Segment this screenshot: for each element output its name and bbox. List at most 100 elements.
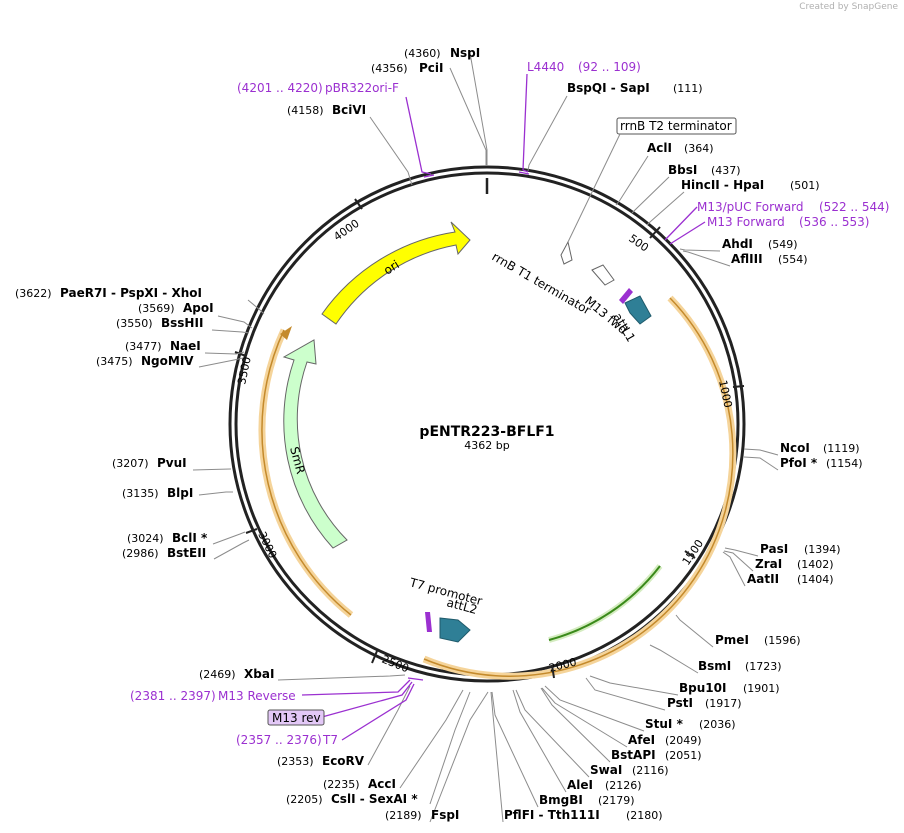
primer-name: M13/pUC Forward xyxy=(697,200,804,214)
green-orf-line xyxy=(548,565,661,641)
orf-left-arrowhead xyxy=(280,326,292,340)
rrnb-t2-feature xyxy=(560,240,573,265)
site-name: BmgBI xyxy=(539,793,583,807)
site-name: PaeR7I - PspXI - XhoI xyxy=(60,286,202,300)
site-pos: (2126) xyxy=(605,779,642,792)
primer-name: M13 Reverse xyxy=(218,689,296,703)
site-name: PflFI - Tth111I xyxy=(504,808,600,822)
site-pos: (2179) xyxy=(598,794,635,807)
site-pos: (2353) xyxy=(277,755,314,768)
site-name: AhdI xyxy=(722,237,753,251)
site-pos: (4158) xyxy=(287,104,324,117)
site-pos: (501) xyxy=(790,179,820,192)
site-pos: (2180) xyxy=(626,809,663,822)
site-pos: (2205) xyxy=(286,793,323,806)
rrnb-t1-feature xyxy=(591,264,615,286)
site-name: BlpI xyxy=(167,486,193,500)
site-name: AatII xyxy=(747,572,779,586)
plasmid-name: pENTR223-BFLF1 xyxy=(419,424,554,440)
primer-leaders xyxy=(301,73,706,741)
left-site-labels: (4158) BciVI (3622) PaeR7I - PspXI - Xho… xyxy=(15,103,418,806)
site-name: NgoMIV xyxy=(141,354,194,368)
site-name: BsmI xyxy=(698,659,731,673)
primer-range: (4201 .. 4220) xyxy=(237,81,323,95)
site-pos: (3477) xyxy=(125,340,162,353)
site-pos: (2235) xyxy=(323,778,360,791)
primer-range: (92 .. 109) xyxy=(578,60,641,74)
site-name: FspI xyxy=(431,808,459,822)
m13rev-box xyxy=(267,709,325,726)
primer-range: (2357 .. 2376) xyxy=(236,733,322,747)
site-name: StuI * xyxy=(645,717,684,731)
primer-range: (2381 .. 2397) xyxy=(130,689,216,703)
site-name: XbaI xyxy=(244,667,274,681)
site-name: PfoI * xyxy=(780,456,818,470)
site-name: PmeI xyxy=(715,633,749,647)
site-name: PvuI xyxy=(157,456,187,470)
site-name: BbsI xyxy=(668,163,697,177)
site-name: BstEII xyxy=(167,546,206,560)
t7-marker xyxy=(425,612,432,632)
plasmid-length: 4362 bp xyxy=(464,439,509,452)
site-name: BspQI - SapI xyxy=(567,81,650,95)
tick-500: 500 xyxy=(626,232,651,255)
orf-highlight-right xyxy=(422,295,737,680)
right-site-labels: (4360) NspI (4356) PciI BspQI - SapI (11… xyxy=(371,46,863,822)
site-pos: (1901) xyxy=(743,682,780,695)
primer-name: pBR322ori-F xyxy=(325,81,399,95)
site-pos: (111) xyxy=(673,82,703,95)
rrnb-t2-box-label: rrnB T2 terminator xyxy=(620,119,732,133)
site-pos: (1154) xyxy=(826,457,863,470)
site-name: HincII - HpaI xyxy=(681,178,764,192)
site-pos: (1723) xyxy=(745,660,782,673)
backbone-outer xyxy=(228,165,746,683)
primer-labels: L4440 (92 .. 109) (4201 .. 4220) pBR322o… xyxy=(130,60,889,747)
rrnb-t1-label: rrnB T1 terminator xyxy=(490,249,594,317)
site-pos: (554) xyxy=(778,253,808,266)
site-pos: (437) xyxy=(711,164,741,177)
site-pos: (549) xyxy=(768,238,798,251)
site-name: CslI - SexAI * xyxy=(331,792,418,806)
site-pos: (2036) xyxy=(699,718,736,731)
site-name: EcoRV xyxy=(322,754,365,768)
orf-line-right xyxy=(423,297,734,677)
smr-label: SmR xyxy=(287,445,308,475)
ori-feature xyxy=(321,221,471,325)
primer-range: (536 .. 553) xyxy=(799,215,869,229)
site-pos: (1917) xyxy=(705,697,742,710)
site-name: AccI xyxy=(368,777,396,791)
site-name: ApoI xyxy=(183,301,214,315)
site-pos: (3024) xyxy=(127,532,164,545)
site-name: PciI xyxy=(419,61,444,75)
site-name: AflIII xyxy=(731,252,763,266)
site-name: AleI xyxy=(567,778,593,792)
tick-3500: 3500 xyxy=(235,356,254,386)
site-pos: (2049) xyxy=(665,734,702,747)
site-pos: (3622) xyxy=(15,287,52,300)
tick-2500: 2500 xyxy=(380,653,411,676)
attl2-feature xyxy=(439,617,471,643)
site-name: AfeI xyxy=(628,733,655,747)
site-pos: (1394) xyxy=(804,543,841,556)
site-pos: (1404) xyxy=(797,573,834,586)
site-pos: (4360) xyxy=(404,47,441,60)
site-name: BclI * xyxy=(172,531,208,545)
site-pos: (2051) xyxy=(665,749,702,762)
tick-4000: 4000 xyxy=(331,217,361,244)
tick-1000: 1000 xyxy=(716,379,735,409)
site-name: NcoI xyxy=(780,441,810,455)
orf-line-left xyxy=(261,329,352,616)
primer-name: T7 xyxy=(322,733,338,747)
primer-range: (522 .. 544) xyxy=(819,200,889,214)
site-pos: (4356) xyxy=(371,62,408,75)
site-pos: (2469) xyxy=(199,668,236,681)
m13fwd-marker xyxy=(619,288,633,304)
site-name: NaeI xyxy=(170,339,201,353)
primer-name: M13 Forward xyxy=(707,215,785,229)
rrnb-t2-lead xyxy=(567,133,621,243)
site-pos: (1596) xyxy=(764,634,801,647)
site-name: Bpu10I xyxy=(679,681,726,695)
m13rev-box-label: M13 rev xyxy=(272,711,321,725)
site-pos: (2189) xyxy=(385,809,422,822)
